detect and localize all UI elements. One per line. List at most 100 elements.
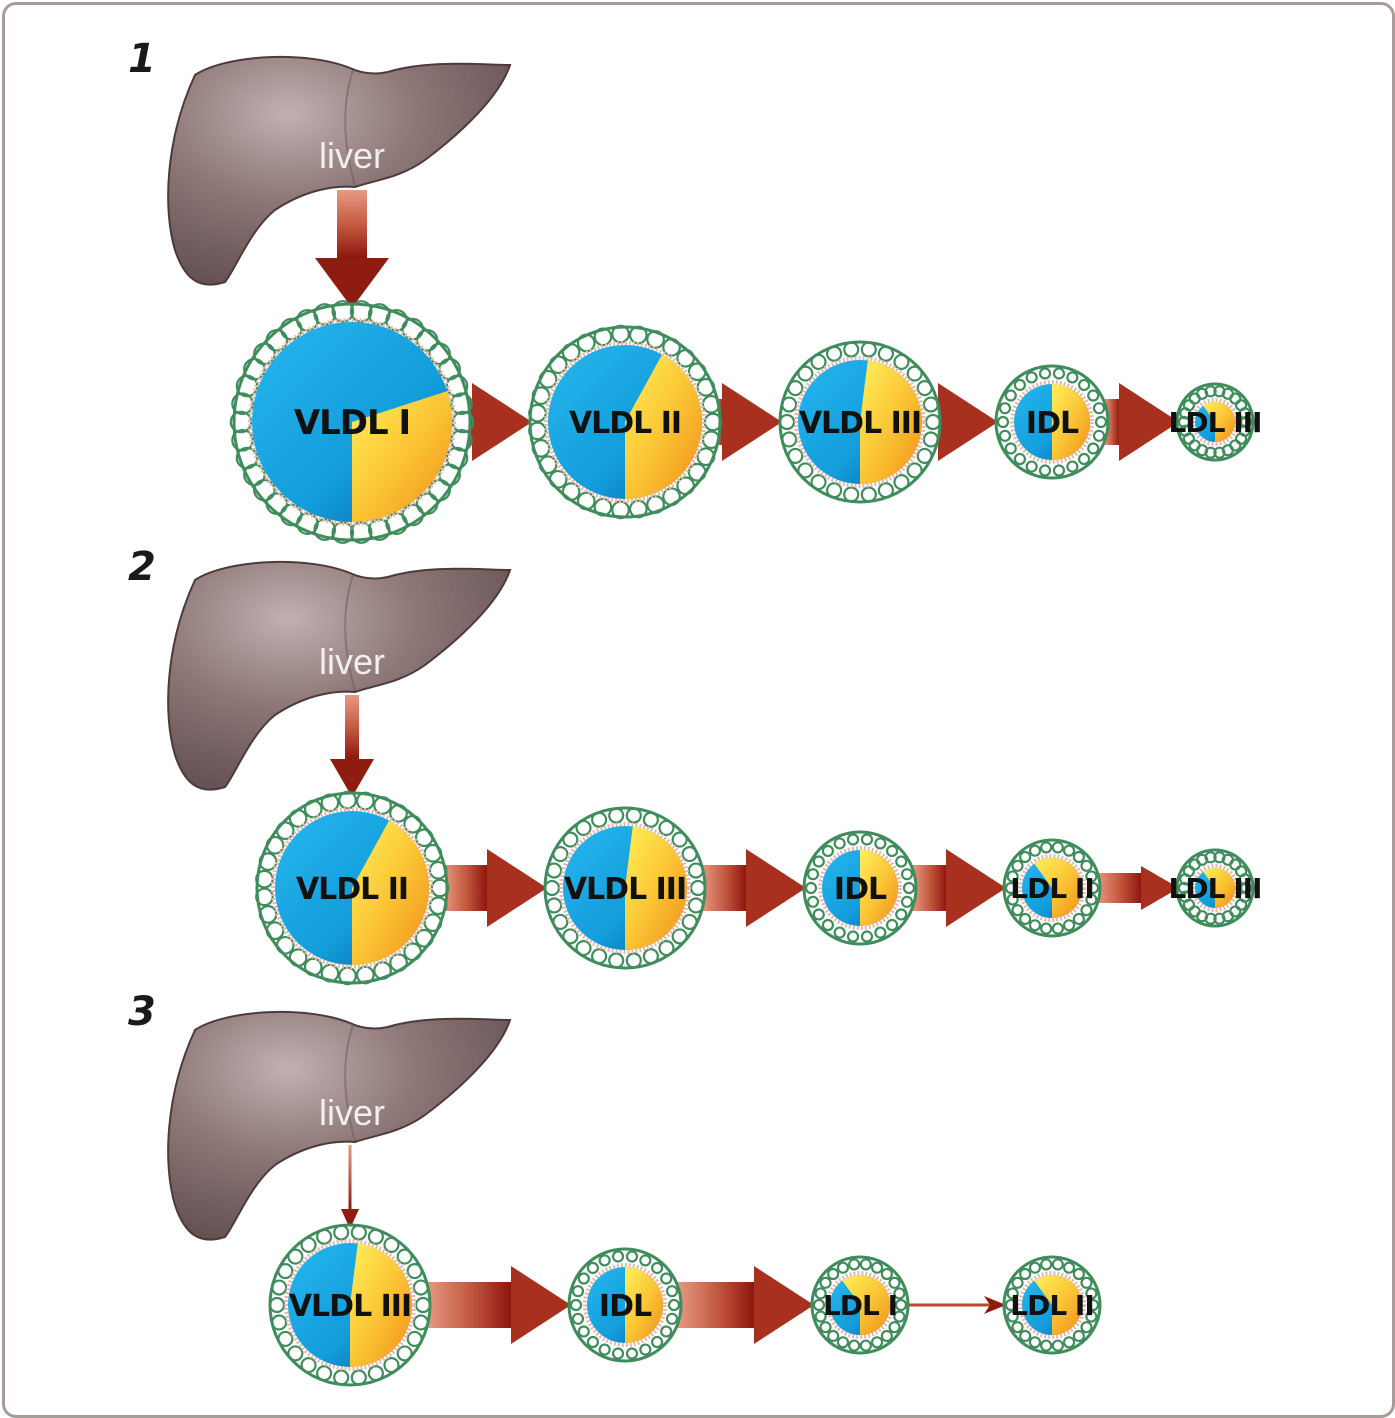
apolipoprotein-loop xyxy=(833,837,846,850)
apolipoprotein-loop xyxy=(874,926,887,939)
apolipoprotein-loop xyxy=(316,1228,333,1245)
apolipoprotein-loop xyxy=(827,1329,840,1343)
liver-lobe-crease xyxy=(344,69,356,187)
apolipoprotein-loop xyxy=(591,811,608,828)
apolipoprotein-loop xyxy=(639,1254,652,1267)
apolipoprotein-loop xyxy=(1072,850,1085,864)
apolipoprotein-loop xyxy=(1038,464,1052,477)
apolipoprotein-loop xyxy=(998,402,1012,415)
apolipoprotein-loop xyxy=(414,1296,432,1314)
liver-organ xyxy=(167,560,512,791)
apolipoprotein-loop xyxy=(277,1330,294,1347)
apolipoprotein-loop xyxy=(1004,389,1017,402)
apolipoprotein-loop xyxy=(1019,850,1032,864)
apolipoprotein-loop xyxy=(591,948,608,965)
apolipoprotein-loop xyxy=(778,413,796,431)
panel-number: 2 xyxy=(128,544,156,590)
apolipoprotein-loop xyxy=(836,1336,850,1349)
apolipoprotein-loop xyxy=(611,1347,625,1360)
apolipoprotein-loop xyxy=(575,940,592,957)
apolipoprotein-loop xyxy=(1072,1267,1085,1281)
apolipoprotein-loop xyxy=(598,1343,611,1356)
apolipoprotein-loop xyxy=(575,819,592,836)
core-yellow xyxy=(842,1275,891,1335)
apolipoprotein-loop xyxy=(389,953,408,973)
apolipoprotein-loop xyxy=(338,790,357,810)
apolipoprotein-loop xyxy=(687,897,704,914)
apolipoprotein-loop xyxy=(797,365,814,382)
core-yellow xyxy=(350,1243,412,1367)
apolipoprotein-loop xyxy=(1066,460,1079,473)
particle-label: VLDL III xyxy=(564,872,686,907)
apolipoprotein-loop xyxy=(586,1335,600,1349)
apolipoprotein-loop xyxy=(836,1261,850,1274)
phospholipid-membrane xyxy=(1018,1271,1086,1339)
apolipoprotein-loop xyxy=(1092,402,1106,415)
apolipoprotein-loop xyxy=(1080,859,1093,872)
apolipoprotein-loop xyxy=(333,1369,350,1386)
particle-label: LDL I xyxy=(823,1289,897,1322)
apolipoprotein-loop xyxy=(625,1347,639,1360)
apolipoprotein-loop xyxy=(406,1263,423,1280)
apolipoprotein-loop xyxy=(812,1298,826,1312)
lipoprotein-particle: IDL xyxy=(802,830,918,946)
apolipoprotein-loop xyxy=(1019,912,1032,926)
apolipoprotein-loop xyxy=(576,491,596,511)
apolipoprotein-loop xyxy=(235,446,259,470)
apolipoprotein-loop xyxy=(445,374,469,398)
apolipoprotein-loop xyxy=(1179,424,1192,437)
apolipoprotein-loop xyxy=(821,844,835,858)
conversion-arrow-shaft xyxy=(443,865,488,911)
apolipoprotein-loop xyxy=(893,1310,906,1323)
apolipoprotein-loop xyxy=(1085,870,1098,883)
apolipoprotein-loop xyxy=(1013,452,1027,466)
phospholipid-membrane xyxy=(559,822,691,954)
apolipoprotein-loop xyxy=(671,831,688,848)
apolipoprotein-loop xyxy=(625,807,642,824)
apolipoprotein-loop xyxy=(893,353,910,370)
phospholipid-membrane xyxy=(826,1271,894,1339)
apolipoprotein-loop xyxy=(888,1321,901,1334)
apolipoprotein-loop xyxy=(916,447,933,464)
apolipoprotein-loop xyxy=(1087,442,1100,455)
apolipoprotein-loop xyxy=(662,337,681,357)
apolipoprotein-loop xyxy=(608,807,625,824)
apolipoprotein-loop xyxy=(900,895,914,908)
conversion-arrow-head xyxy=(984,1296,1006,1314)
apolipoprotein-loop xyxy=(577,1272,590,1285)
apolipoprotein-loop xyxy=(1013,378,1027,392)
apolipoprotein-loop xyxy=(1080,1321,1093,1334)
apolipoprotein-loop xyxy=(1028,1336,1042,1349)
apolipoprotein-loop xyxy=(924,413,942,431)
apolipoprotein-loop xyxy=(1025,460,1038,473)
apolipoprotein-loop xyxy=(300,1357,317,1374)
apolipoprotein-loop xyxy=(1062,1261,1076,1274)
apolipoprotein-loop xyxy=(552,913,569,930)
apolipoprotein-loop xyxy=(275,821,295,841)
apolipoprotein-loop xyxy=(552,846,569,863)
apolipoprotein-loop xyxy=(893,1287,906,1300)
apolipoprotein-loop xyxy=(826,482,843,499)
apolipoprotein-loop xyxy=(787,447,804,464)
apolipoprotein-loop xyxy=(275,935,295,955)
apolipoprotein-loop xyxy=(812,908,825,921)
apolipoprotein-loop xyxy=(1052,367,1066,380)
apolipoprotein-loop xyxy=(562,831,579,848)
apolipoprotein-loop xyxy=(902,881,916,895)
liver-lobe-crease xyxy=(344,574,356,692)
apolipoprotein-loop xyxy=(1040,841,1053,854)
conversion-arrow-head xyxy=(472,383,532,461)
apolipoprotein-loop xyxy=(642,948,659,965)
particle-label: IDL xyxy=(834,872,887,907)
apolipoprotein-loop xyxy=(1040,922,1053,935)
secretion-arrow-head xyxy=(341,1209,359,1229)
conversion-arrow-shaft xyxy=(426,1282,512,1328)
apolipoprotein-loop xyxy=(1085,1287,1098,1300)
particle-label: VLDL III xyxy=(799,406,921,441)
apolipoprotein-loop xyxy=(646,330,665,349)
phospholipid-membrane xyxy=(284,1239,416,1371)
apolipoprotein-loop xyxy=(355,965,375,985)
